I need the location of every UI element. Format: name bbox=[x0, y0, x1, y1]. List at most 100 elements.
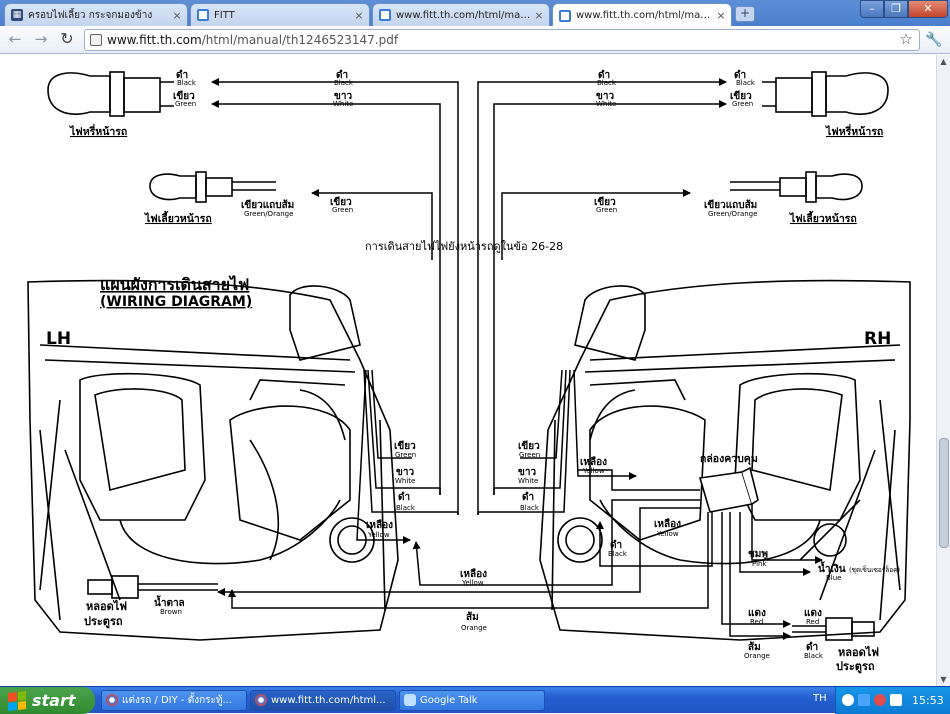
wire-label-yellow: เหลือง bbox=[366, 519, 393, 531]
left-headlight-label: ไฟหรี่หน้ารถ bbox=[69, 123, 127, 138]
minimize-button[interactable]: – bbox=[860, 0, 884, 18]
wire-label-black: ดำ bbox=[176, 69, 188, 81]
wire-label-black-en: Black bbox=[334, 79, 354, 87]
right-door-bulb-label-1: หลอดไฟ bbox=[838, 645, 879, 659]
star-icon: ☆ bbox=[899, 30, 913, 48]
wire-label-black: ดำ bbox=[398, 491, 410, 503]
start-button[interactable]: start bbox=[0, 687, 95, 714]
taskbar: start แต่งรถ / DIY - ตั้งกระทู้... www.f… bbox=[0, 686, 950, 714]
arrow-right-icon: → bbox=[34, 30, 48, 48]
wire-label-orange: ส้ม bbox=[748, 641, 761, 653]
system-tray: 15:53 bbox=[835, 687, 950, 714]
tab-label: www.fitt.th.com/html/manual/ bbox=[396, 9, 533, 21]
close-tab-icon[interactable]: × bbox=[534, 8, 544, 22]
wiring-diagram: แผนผังการเดินสายไฟ (WIRING DIAGRAM) การเ… bbox=[27, 69, 911, 674]
grid-icon: ▦ bbox=[11, 9, 23, 21]
back-button[interactable]: ← bbox=[4, 30, 26, 50]
routing-note: การเดินสายไฟไฟยังหน้ารถดูในข้อ 26-28 bbox=[365, 240, 563, 253]
wire-label-white-en: White bbox=[596, 100, 616, 108]
wire-label-pink-en: Pink bbox=[752, 560, 767, 568]
wire-label-white: ขาว bbox=[396, 467, 414, 478]
wire-label-black: ดำ bbox=[336, 69, 348, 81]
wire-label-yellow: เหลือง bbox=[580, 456, 607, 468]
wire-label-green-en: Green bbox=[596, 206, 617, 214]
scroll-up-icon[interactable]: ▲ bbox=[940, 57, 947, 66]
wire-label-yellow: เหลือง bbox=[654, 518, 681, 530]
close-tab-icon[interactable]: × bbox=[172, 8, 182, 22]
control-module bbox=[698, 466, 759, 513]
wire-label-green: เขียว bbox=[518, 440, 540, 452]
volume-icon[interactable] bbox=[890, 694, 902, 706]
wire-label-red-en: Red bbox=[750, 618, 763, 626]
network-icon[interactable] bbox=[858, 694, 870, 706]
tab-fitt[interactable]: FITT × bbox=[190, 3, 370, 26]
forward-button[interactable]: → bbox=[30, 30, 52, 50]
wire-label-green: เขียว bbox=[394, 440, 416, 452]
wire-label-black-en: Black bbox=[597, 79, 617, 87]
scroll-down-icon[interactable]: ▼ bbox=[940, 675, 947, 684]
chrome-icon bbox=[106, 694, 118, 706]
new-tab-button[interactable]: + bbox=[735, 6, 755, 22]
left-door-bulb bbox=[87, 575, 218, 599]
wire-label-white: ขาว bbox=[334, 91, 352, 102]
wire-label-green: เขียว bbox=[173, 90, 195, 102]
wire-label-blue-note: (ชุดเซ็นเซอร์ล็อค) bbox=[849, 565, 900, 574]
maximize-button[interactable]: ❐ bbox=[884, 0, 908, 18]
wire-label-green: เขียว bbox=[730, 90, 752, 102]
address-bar[interactable]: www.fitt.th.com/html/manual/th1246523147… bbox=[84, 29, 920, 51]
wire-label-black-en: Black bbox=[177, 79, 197, 87]
bookmark-star-button[interactable]: ☆ bbox=[896, 29, 916, 49]
pdf-viewer[interactable]: แผนผังการเดินสายไฟ (WIRING DIAGRAM) การเ… bbox=[0, 55, 936, 686]
wire-label-green-en: Green bbox=[395, 451, 416, 459]
taskbar-item-google-talk[interactable]: Google Talk bbox=[399, 690, 545, 711]
wire-label-yellow: เหลือง bbox=[460, 568, 487, 580]
wire-label-red: แดง bbox=[748, 608, 766, 619]
taskbar-item-label: Google Talk bbox=[420, 695, 478, 706]
wire-label-red: แดง bbox=[804, 608, 822, 619]
wire-label-green: เขียว bbox=[330, 196, 352, 208]
wire-label-yellow-en: Yellow bbox=[656, 530, 679, 538]
wire-label-green-en: Green bbox=[519, 451, 540, 459]
right-turn-bulb bbox=[730, 171, 863, 203]
wire-label-brown: น้ำตาล bbox=[154, 595, 185, 609]
side-label-left: LH bbox=[46, 329, 71, 349]
close-tab-icon[interactable]: × bbox=[716, 9, 726, 22]
language-indicator[interactable]: TH bbox=[813, 693, 827, 704]
wire-label-white-en: White bbox=[518, 477, 538, 485]
wire-label-black-en: Black bbox=[736, 79, 756, 87]
vertical-scrollbar[interactable]: ▲ ▼ bbox=[936, 55, 950, 686]
wire-label-pink: ชมพู bbox=[748, 549, 768, 561]
wrench-icon: 🔧 bbox=[925, 32, 943, 48]
close-tab-icon[interactable]: × bbox=[354, 8, 364, 22]
wire-label-green-en: Green bbox=[332, 206, 353, 214]
wire-label-blue-en: Blue bbox=[826, 574, 842, 582]
wire-label-white-en: White bbox=[333, 100, 353, 108]
wire-label-yellow-en: Yellow bbox=[461, 579, 484, 587]
right-headlight-bulb bbox=[762, 71, 889, 117]
close-window-button[interactable]: ✕ bbox=[908, 0, 948, 18]
wire-label-green-orange-en: Green/Orange bbox=[244, 210, 293, 218]
tab-thai-forum[interactable]: ▦ ครอบไฟเลี้ยว กระจกมองข้าง × bbox=[4, 3, 188, 26]
taskbar-item-diy[interactable]: แต่งรถ / DIY - ตั้งกระทู้... bbox=[101, 690, 247, 711]
wire-label-orange-en: Orange bbox=[461, 624, 487, 632]
wire-label-yellow-en: Yellow bbox=[582, 467, 605, 475]
arrow-icon[interactable] bbox=[842, 694, 854, 706]
taskbar-item-fitt[interactable]: www.fitt.th.com/html... bbox=[250, 690, 396, 711]
talk-icon bbox=[404, 694, 416, 706]
left-door-outline bbox=[27, 279, 399, 641]
diagram-title-en: (WIRING DIAGRAM) bbox=[100, 294, 252, 310]
tab-label: FITT bbox=[214, 9, 235, 21]
reload-icon: ↻ bbox=[60, 29, 74, 48]
tab-manual-active[interactable]: www.fitt.th.com/html/manual/ × bbox=[552, 3, 732, 27]
right-door-bulb bbox=[792, 617, 875, 641]
wire-label-black: ดำ bbox=[806, 641, 818, 653]
taskbar-item-label: แต่งรถ / DIY - ตั้งกระทู้... bbox=[122, 695, 232, 706]
reload-button[interactable]: ↻ bbox=[56, 30, 78, 50]
tab-strip: ▦ ครอบไฟเลี้ยว กระจกมองข้าง × FITT × www… bbox=[0, 0, 950, 27]
scrollbar-thumb[interactable] bbox=[939, 438, 949, 548]
left-door-bulb-label-2: ประตูรถ bbox=[84, 615, 123, 629]
security-icon[interactable] bbox=[874, 694, 886, 706]
tab-manual-1[interactable]: www.fitt.th.com/html/manual/ × bbox=[372, 3, 550, 26]
settings-button[interactable]: 🔧 bbox=[924, 30, 944, 50]
wire-label-red-en: Red bbox=[806, 618, 819, 626]
